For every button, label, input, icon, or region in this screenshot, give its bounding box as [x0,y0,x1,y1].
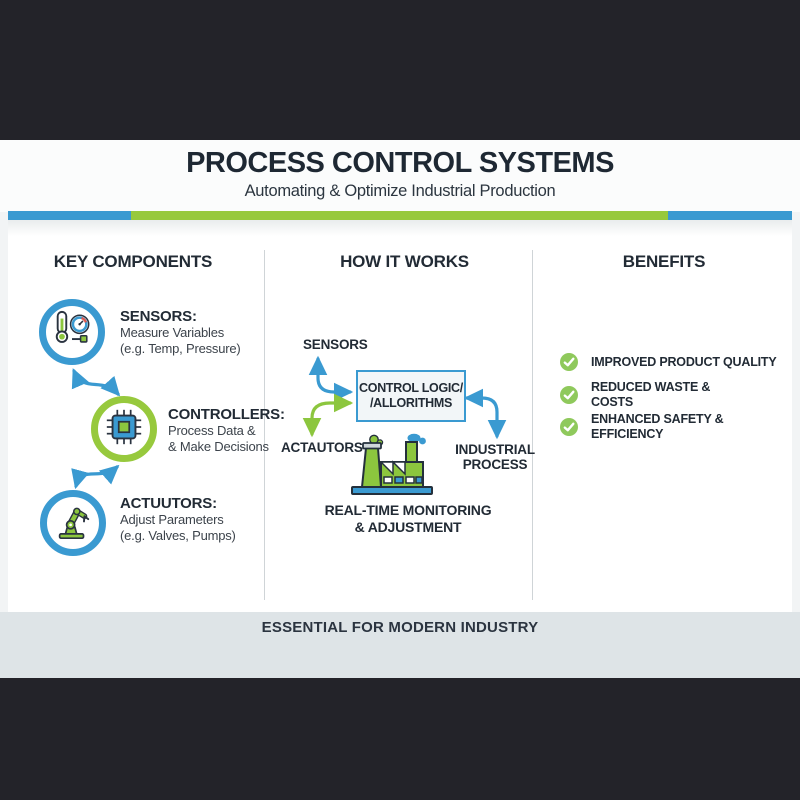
controllers-item-line1: Process Data & [168,423,256,438]
realtime-caption-line1: REAL-TIME MONITORING [324,502,492,518]
benefit-text: IMPROVED PRODUCT QUALITY [591,354,777,369]
benefit-line2: COSTS [591,395,634,409]
control-box-line2: /ALLORITHMS [369,396,453,410]
flow-industrial-process-label: INDUSTRIAL PROCESS [452,442,538,472]
benefit-item: IMPROVED PRODUCT QUALITY [560,353,788,371]
benefits-heading: BENEFITS [622,252,706,271]
factory-icon [350,432,434,503]
how-it-works-heading: HOW IT WORKS [340,252,469,271]
process-control-infographic: PROCESS CONTROL SYSTEMS Automating & Opt… [0,140,800,678]
benefit-line1: REDUCED WASTE & [591,380,711,394]
industrial-line2: PROCESS [462,457,528,472]
actuators-ring [40,490,106,556]
industrial-line1: INDUSTRIAL [455,442,535,457]
footer-band: ESSENTIAL FOR MODERN INDUSTRY [0,612,800,678]
benefit-text: ENHANCED SAFETY & EFFICIENCY [591,412,724,442]
sensors-item-line2: (e.g. Temp, Pressure) [120,340,241,356]
sensors-item-line1: Measure Variables [120,325,225,340]
key-components-heading: KEY COMPONENTS [53,252,213,271]
divider-bar-blue-left [8,211,131,220]
page-title: PROCESS CONTROL SYSTEMS [186,147,614,179]
realtime-caption-line2: & ADJUSTMENT [354,519,462,535]
benefit-text: REDUCED WASTE & COSTS [591,380,710,410]
benefit-line1: ENHANCED SAFETY & [591,412,724,426]
actuators-item: ACTUUTORS: Adjust Parameters (e.g. Valve… [120,495,236,543]
controllers-item: CONTROLLERS: Process Data & & Make Decis… [168,406,285,454]
flow-actuators-label: ACTAUTORS [281,440,363,455]
controllers-item-line2: & Make Decisions [168,438,269,454]
divider-bar [8,211,792,220]
robot-arm-icon [52,500,94,547]
thermometer-gauge-icon [51,309,93,356]
benefit-line2: EFFICIENCY [591,427,664,441]
column-divider-1 [264,250,265,600]
control-logic-box: CONTROL LOGIC/ /ALLORITHMS [356,370,466,422]
control-box-line1: CONTROL LOGIC/ [359,381,463,395]
sensors-item: SENSORS: Measure Variables (e.g. Temp, P… [120,308,241,356]
sensors-ring [39,299,105,365]
actuators-item-title: ACTUUTORS: [120,495,217,512]
controllers-item-title: CONTROLLERS: [168,406,285,423]
microchip-icon [103,406,145,453]
check-circle-icon [560,418,578,436]
benefit-item: ENHANCED SAFETY & EFFICIENCY [560,412,788,442]
realtime-caption: REAL-TIME MONITORING & ADJUSTMENT [288,502,528,536]
footer-text: ESSENTIAL FOR MODERN INDUSTRY [261,619,539,636]
check-circle-icon [560,353,578,371]
actuators-item-line1: Adjust Parameters [120,512,224,527]
column-divider-2 [532,250,533,600]
page-subtitle: Automating & Optimize Industrial Product… [244,182,556,200]
divider-bar-blue-right [668,211,792,220]
sensors-item-title: SENSORS: [120,308,197,325]
divider-bar-green [131,211,668,220]
flow-sensors-label: SENSORS [303,337,368,352]
benefit-item: REDUCED WASTE & COSTS [560,380,788,410]
actuators-item-line2: (e.g. Valves, Pumps) [120,527,236,543]
controllers-ring [91,396,157,462]
check-circle-icon [560,386,578,404]
header: PROCESS CONTROL SYSTEMS Automating & Opt… [0,140,800,212]
